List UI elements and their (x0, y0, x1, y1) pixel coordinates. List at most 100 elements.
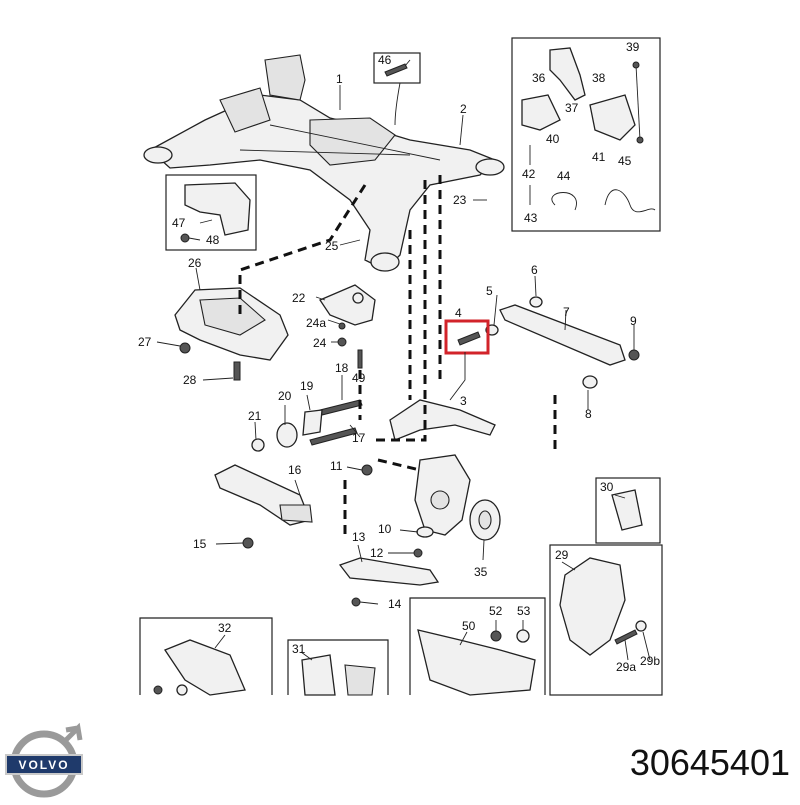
callout-36: 36 (532, 71, 546, 85)
callout-15: 15 (193, 537, 207, 551)
bushing-20 (276, 422, 298, 448)
callout-40: 40 (546, 132, 560, 146)
bolt-29a (614, 629, 638, 645)
callout-17: 17 (352, 431, 366, 445)
callout-8: 8 (585, 407, 592, 421)
logo-band (5, 754, 83, 775)
link-arm-7 (499, 304, 626, 366)
sensor-36 (521, 94, 561, 131)
callout-29a: 29a (616, 660, 636, 674)
nut-21 (251, 438, 265, 452)
mount-47 (184, 182, 251, 236)
wire-44 (551, 192, 577, 211)
callout-47: 47 (172, 216, 186, 230)
washer-10 (416, 526, 434, 538)
bolt-48 (180, 233, 190, 243)
callout-30: 30 (600, 480, 614, 494)
callout-50: 50 (462, 619, 476, 633)
callout-4: 4 (455, 306, 462, 320)
bracket-22 (319, 284, 376, 326)
callout-19: 19 (300, 379, 314, 393)
iron-mark-arrow-icon (62, 722, 83, 744)
nut-52 (490, 630, 502, 642)
callout-12: 12 (370, 546, 384, 560)
shield-50 (417, 629, 536, 696)
bolt-46 (384, 63, 408, 77)
callout-14: 14 (388, 597, 402, 611)
callout-18: 18 (335, 361, 349, 375)
washer-53 (516, 629, 530, 643)
callout-13: 13 (352, 530, 366, 544)
bolt-11 (361, 464, 373, 476)
washer-29b (635, 620, 647, 632)
subframe (143, 54, 505, 272)
clip-30 (611, 489, 643, 531)
callout-5: 5 (486, 284, 493, 298)
callout-6: 6 (531, 263, 538, 277)
callout-24: 24 (313, 336, 327, 350)
callout-45: 45 (618, 154, 632, 168)
callout-24a: 24a (306, 316, 326, 330)
callout-22: 22 (292, 291, 306, 305)
upper-arm-3 (389, 399, 496, 441)
callout-2: 2 (460, 102, 467, 116)
callout-42: 42 (522, 167, 536, 181)
bolt-49 (357, 349, 363, 369)
callout-48: 48 (206, 233, 220, 247)
callout-1: 1 (336, 72, 343, 86)
callout-23: 23 (453, 193, 467, 207)
bracket-37 (549, 47, 586, 101)
callout-20: 20 (278, 389, 292, 403)
bolt-27 (179, 342, 191, 354)
callout-53: 53 (517, 604, 531, 618)
callout-35: 35 (474, 565, 488, 579)
shield-29 (559, 557, 626, 656)
callout-39: 39 (626, 40, 640, 54)
callout-25: 25 (325, 239, 339, 253)
toe-link-13 (338, 557, 440, 586)
nut-6 (529, 296, 543, 308)
bolt-9 (628, 349, 640, 361)
callout-46: 46 (378, 53, 392, 67)
part-number: 30645401 (629, 742, 790, 783)
bracket-31 (301, 654, 336, 696)
nut-12 (413, 548, 423, 558)
callout-32: 32 (218, 621, 232, 635)
callout-49: 49 (352, 371, 366, 385)
callout-11: 11 (330, 459, 343, 473)
link-19 (302, 409, 323, 436)
wire-45 (604, 189, 656, 213)
logo-wordmark: VOLVO (18, 758, 69, 772)
callout-41: 41 (592, 150, 606, 164)
bolt-28 (233, 361, 241, 381)
bolt-15 (242, 537, 254, 549)
bolt-14 (351, 597, 361, 607)
bushing-8 (582, 375, 598, 389)
sensor-kit-box (511, 37, 661, 232)
bolt-18 (319, 399, 363, 416)
bracket-38 (589, 94, 636, 141)
callout-27: 27 (138, 335, 152, 349)
callout-9: 9 (630, 314, 637, 328)
callout-28: 28 (183, 373, 197, 387)
bolt-4 (457, 331, 481, 346)
callout-38: 38 (592, 71, 606, 85)
cover-32 (164, 639, 246, 696)
nut-24 (337, 337, 347, 347)
callout-31: 31 (292, 642, 306, 656)
highlight-box (444, 319, 490, 355)
callout-52: 52 (489, 604, 503, 618)
callout-7: 7 (563, 305, 570, 319)
callout-21: 21 (248, 409, 262, 423)
callout-3: 3 (460, 394, 467, 408)
callout-29b: 29b (640, 654, 660, 668)
callout-10: 10 (378, 522, 392, 536)
callout-37: 37 (565, 101, 579, 115)
callout-43: 43 (524, 211, 538, 225)
callout-16: 16 (288, 463, 302, 477)
volvo-logo: VOLVO (5, 722, 83, 798)
callout-29: 29 (555, 548, 569, 562)
callout-44: 44 (557, 169, 571, 183)
